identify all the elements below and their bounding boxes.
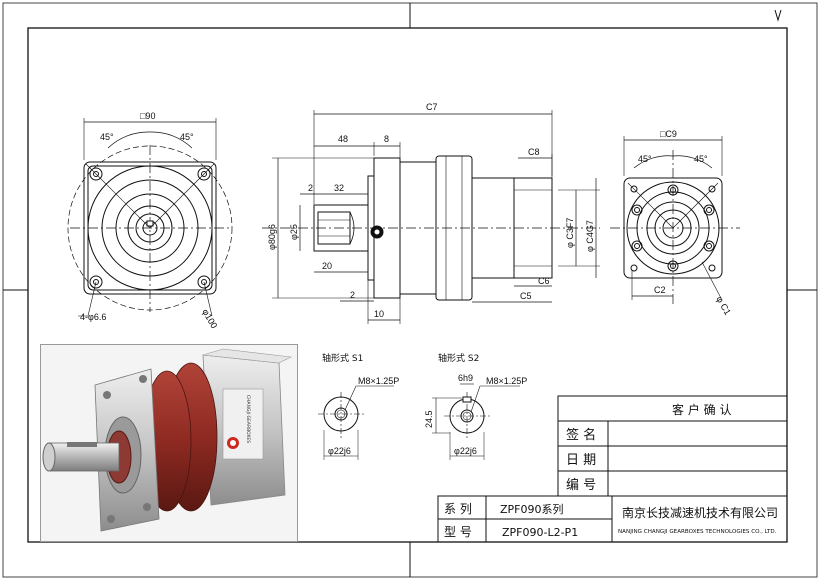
shaft-s1-thread: M8×1.25P — [358, 376, 399, 386]
side-c3-dim: φ C3F7 — [565, 218, 575, 248]
product-photo: CHANGJI GEARBOXES — [40, 344, 298, 542]
side-total-dim: C7 — [426, 102, 438, 112]
front-holes-dim: 4-φ6.6 — [80, 312, 106, 322]
sign-label: 签 名 — [566, 427, 596, 443]
side-c6-dim: C6 — [538, 276, 550, 286]
company-name-en: NANJING CHANGJI GEARBOXES TECHNOLOGIES C… — [618, 529, 777, 535]
side-20-dim: 20 — [322, 261, 332, 271]
model-value: ZPF090-L2-P1 — [502, 526, 578, 539]
rear-angle-left: 45° — [638, 154, 652, 164]
title-block — [437, 395, 788, 543]
model-label: 型 号 — [444, 525, 472, 539]
side-c8-dim: C8 — [528, 147, 540, 157]
side-10-dim: 10 — [374, 309, 384, 319]
company-name-cn: 南京长技减速机技术有限公司 — [622, 505, 778, 520]
side-8-dim: 8 — [384, 134, 389, 144]
side-32-dim: 32 — [334, 183, 344, 193]
rear-view — [610, 136, 740, 306]
inner-frame — [27, 27, 788, 543]
front-angle-left: 45° — [100, 132, 114, 142]
orientation-mark — [774, 9, 782, 22]
rear-angle-right: 45° — [694, 154, 708, 164]
side-c4-dim: φ C4G7 — [585, 220, 595, 252]
series-value: ZPF090系列 — [500, 502, 564, 516]
series-label: 系 列 — [444, 502, 472, 516]
shaft-s2-diameter: φ22j6 — [454, 446, 477, 456]
shaft-s2-thread: M8×1.25P — [486, 376, 527, 386]
rear-c1-dim: φ C1 — [714, 295, 733, 317]
side-c5-dim: C5 — [520, 291, 532, 301]
shaft-s2 — [432, 383, 520, 460]
photo-shaft — [48, 442, 120, 472]
shaft-s2-height: 24.5 — [424, 410, 434, 428]
side-48-dim: 48 — [338, 134, 348, 144]
shaft-s1 — [318, 385, 394, 460]
side-2-bottom-dim: 2 — [350, 290, 355, 300]
side-25-dim: φ25 — [289, 224, 299, 240]
side-80-dim: φ80g6 — [267, 224, 277, 250]
shaft-s1-diameter: φ22j6 — [328, 446, 351, 456]
rear-flange-dim: □C9 — [660, 129, 677, 139]
front-flange-dim: □90 — [140, 111, 155, 121]
front-view — [67, 118, 233, 317]
customer-confirm-label: 客 户 确 认 — [672, 402, 731, 417]
date-label: 日 期 — [566, 453, 596, 468]
shaft-s1-title: 轴形式 S1 — [322, 352, 363, 364]
number-label: 编 号 — [566, 478, 596, 493]
side-view — [262, 110, 600, 324]
front-pcd-dim: φ100 — [200, 307, 219, 330]
center-marks — [3, 3, 817, 577]
rear-c2-dim: C2 — [654, 285, 666, 295]
photo-brand-text: CHANGJI GEARBOXES — [245, 395, 251, 443]
side-2-top-dim: 2 — [308, 183, 313, 193]
front-angle-right: 45° — [180, 132, 194, 142]
shaft-s2-title: 轴形式 S2 — [438, 352, 479, 364]
shaft-s2-key: 6h9 — [458, 373, 473, 383]
